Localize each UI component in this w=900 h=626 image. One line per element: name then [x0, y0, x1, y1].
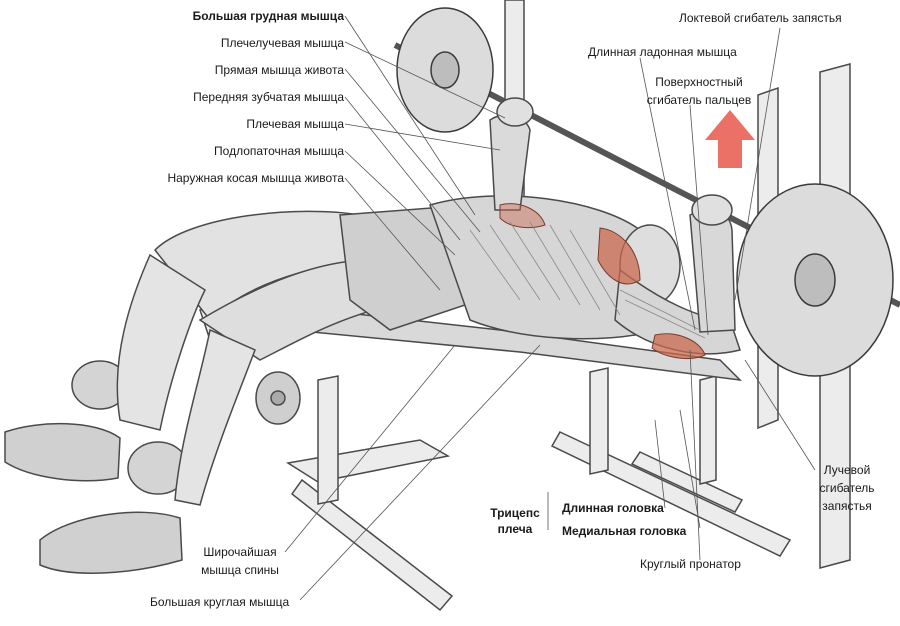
athlete-body [4, 97, 741, 574]
label-fcr-line1: Лучевой [823, 463, 871, 477]
label-fds-line2: сгибатель пальцев [646, 93, 752, 107]
label-palmaris-longus: Длинная ладонная мышца [588, 45, 737, 59]
label-triceps-line1: Трицепс [490, 506, 540, 520]
label-teres-major: Большая круглая мышца [150, 595, 290, 609]
label-triceps-long-head: Длинная головка [562, 501, 664, 515]
label-subscapularis: Подлопаточная мышца [214, 144, 344, 158]
label-brachioradialis: Плечелучевая мышца [220, 36, 344, 50]
highlighted-muscles [499, 203, 706, 359]
label-rectus-abdominis: Прямая мышца живота [214, 63, 344, 77]
label-triceps-line2: плеча [497, 522, 533, 536]
label-brachialis: Плечевая мышца [246, 117, 344, 131]
label-serratus-anterior: Передняя зубчатая мышца [193, 90, 344, 104]
label-flexor-carpi-ulnaris: Локтевой сгибатель запястья [679, 11, 842, 25]
leader-lines [284, 15, 816, 601]
label-pectoralis-major: Большая грудная мышца [192, 9, 344, 23]
label-fcr-line2: сгибатель [819, 481, 875, 495]
leg-rollers [71, 360, 301, 495]
label-pronator-teres: Круглый пронатор [640, 557, 741, 571]
label-latissimus-line2: мышца спины [201, 563, 279, 577]
label-latissimus-line1: Широчайшая [203, 545, 277, 559]
label-triceps-medial-head: Медиальная головка [562, 524, 687, 538]
muscle-striations [469, 221, 706, 339]
label-external-oblique: Наружная косая мышца живота [167, 171, 344, 185]
arrow-up-icon [705, 110, 755, 168]
label-fcr-line3: запястья [822, 499, 872, 513]
label-fds-line1: Поверхностный [655, 75, 743, 89]
